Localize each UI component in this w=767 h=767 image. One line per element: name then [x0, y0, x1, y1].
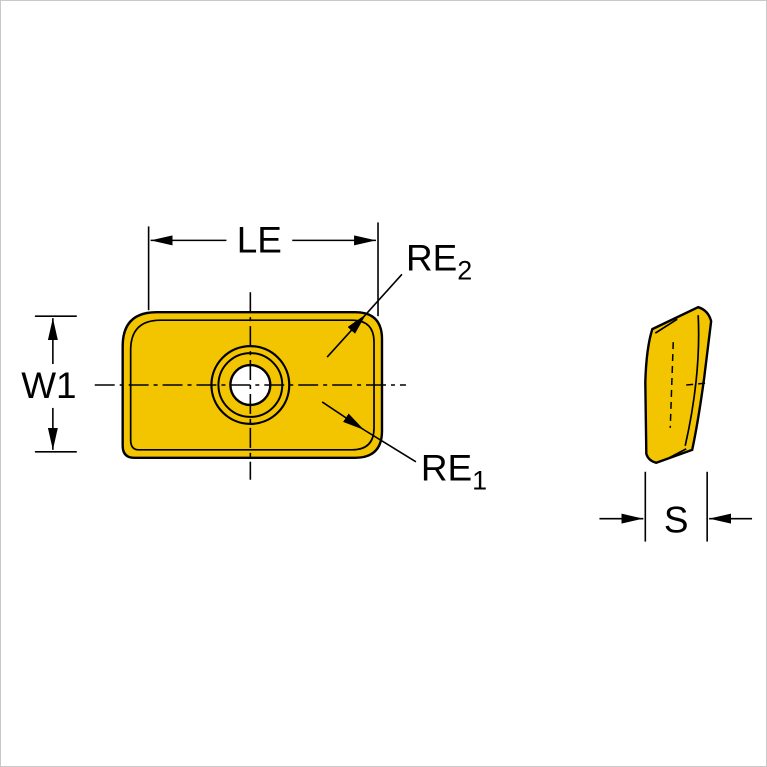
callout-re2: RE2	[326, 237, 472, 358]
callout-re1: RE1	[321, 401, 487, 496]
re2-label: RE2	[406, 237, 472, 285]
side-view: S	[599, 305, 753, 542]
re1-arrow	[321, 401, 365, 431]
re2-arrow	[326, 313, 367, 358]
le-label: LE	[237, 219, 282, 260]
s-label: S	[664, 500, 689, 541]
side-hidden-hole-line	[669, 342, 674, 428]
re1-leader	[363, 429, 417, 463]
side-hidden-centerline	[686, 382, 709, 386]
insert-inner-contour	[129, 319, 375, 451]
dimension-s: S	[599, 471, 753, 542]
side-top-chamfer-line	[654, 318, 678, 334]
re2-leader	[365, 273, 403, 315]
side-profile-body	[644, 305, 713, 465]
dimension-w1: W1	[21, 315, 77, 453]
side-right-edge-line	[684, 315, 700, 447]
side-bottom-chamfer-line	[668, 448, 687, 459]
top-view: LE W1 RE2	[21, 219, 487, 495]
w1-label: W1	[21, 365, 76, 406]
re1-label: RE1	[421, 448, 487, 496]
dimension-le: LE	[147, 219, 379, 317]
